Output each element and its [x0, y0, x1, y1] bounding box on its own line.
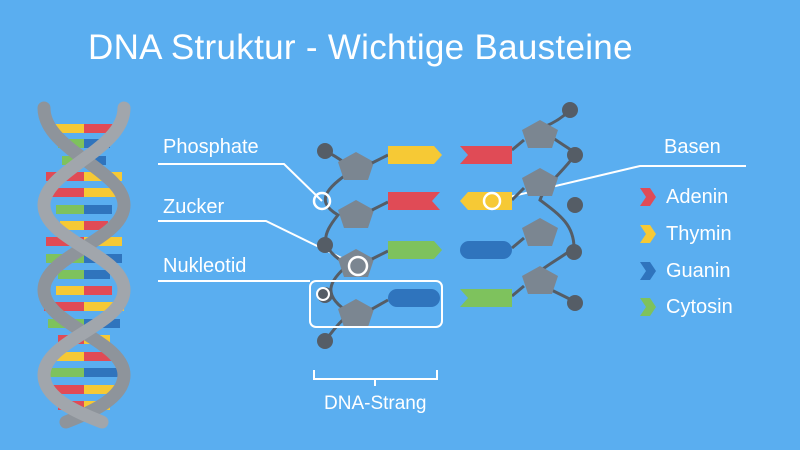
dna-helix-illustration [37, 101, 131, 429]
phosphate-ball [567, 295, 583, 311]
right-strand [460, 102, 583, 311]
phosphate-ball [317, 237, 333, 253]
helix-rung [56, 352, 112, 361]
sugar-base-link [510, 186, 526, 202]
sugar-pentagon [338, 152, 374, 180]
chevron-red-icon [640, 188, 656, 206]
helix-rung [56, 286, 112, 295]
phosphate-marker [312, 191, 332, 211]
base-guanin [388, 289, 440, 307]
helix-rung [44, 188, 124, 197]
label-zucker: Zucker [163, 196, 225, 218]
legend-label: Cytosin [666, 295, 733, 318]
sugar-pentagon [522, 120, 558, 148]
phosphate-ball [566, 244, 582, 260]
helix-backbone-1 [37, 101, 131, 429]
sugar-pentagon [338, 249, 374, 277]
zucker-marker [347, 255, 369, 277]
legend-label: Guanin [666, 259, 731, 282]
phosphate-ball [567, 197, 583, 213]
sugar-base-link [511, 284, 525, 298]
helix-backbone-2 [37, 101, 131, 429]
sugar-pentagon [522, 218, 558, 246]
legend-label: Thymin [666, 222, 732, 245]
chevron-green-icon [640, 298, 656, 316]
label-basen: Basen [664, 136, 721, 158]
page-title: DNA Struktur - Wichtige Bausteine [88, 28, 633, 67]
helix-rung [46, 368, 122, 377]
base-adenin [388, 192, 440, 210]
helix-rung [56, 205, 112, 214]
base-thymin [388, 146, 442, 164]
chevron-blue-icon [640, 262, 656, 280]
legend-item-cytosin: Cytosin [636, 294, 733, 320]
phosphate-ball [317, 143, 333, 159]
sugar-base-link [511, 138, 525, 152]
phosphate-ball [317, 333, 333, 349]
left-strand [317, 143, 442, 349]
legend-label: Adenin [666, 185, 729, 208]
helix-rung [52, 124, 116, 133]
sugar-pentagon [338, 299, 374, 327]
sugar-pentagon [522, 266, 558, 294]
basen-marker [482, 191, 502, 211]
sugar-base-link [371, 200, 389, 212]
phosphate-ball [562, 102, 578, 118]
helix-rung [58, 270, 110, 279]
nukleotid-marker [316, 287, 330, 301]
phosphate-leader-line [158, 163, 323, 202]
helix-rung [60, 221, 108, 230]
sugar-base-link [371, 249, 389, 261]
base-adenin [460, 146, 512, 164]
helix-rung [44, 302, 124, 311]
sugar-pentagon [338, 200, 374, 228]
chevron-yellow-icon [640, 225, 656, 243]
sugar-pentagon [522, 168, 558, 196]
dna-strang-bracket [313, 370, 438, 386]
sugar-base-link [371, 153, 389, 165]
base-guanin [460, 241, 512, 259]
sugar-base-link [371, 298, 389, 311]
legend-item-adenin: Adenin [636, 184, 728, 210]
legend-item-thymin: Thymin [636, 221, 732, 247]
label-phosphate: Phosphate [163, 136, 259, 158]
nukleotid-highlight-box [309, 280, 443, 328]
phosphate-ball [567, 147, 583, 163]
base-cytosin [388, 241, 442, 259]
label-dna-strang: DNA-Strang [324, 393, 427, 414]
label-nukleotid: Nukleotid [163, 255, 247, 277]
base-cytosin [460, 289, 512, 307]
helix-rung [46, 385, 122, 394]
legend-item-guanin: Guanin [636, 258, 731, 284]
sugar-base-link [511, 236, 525, 250]
